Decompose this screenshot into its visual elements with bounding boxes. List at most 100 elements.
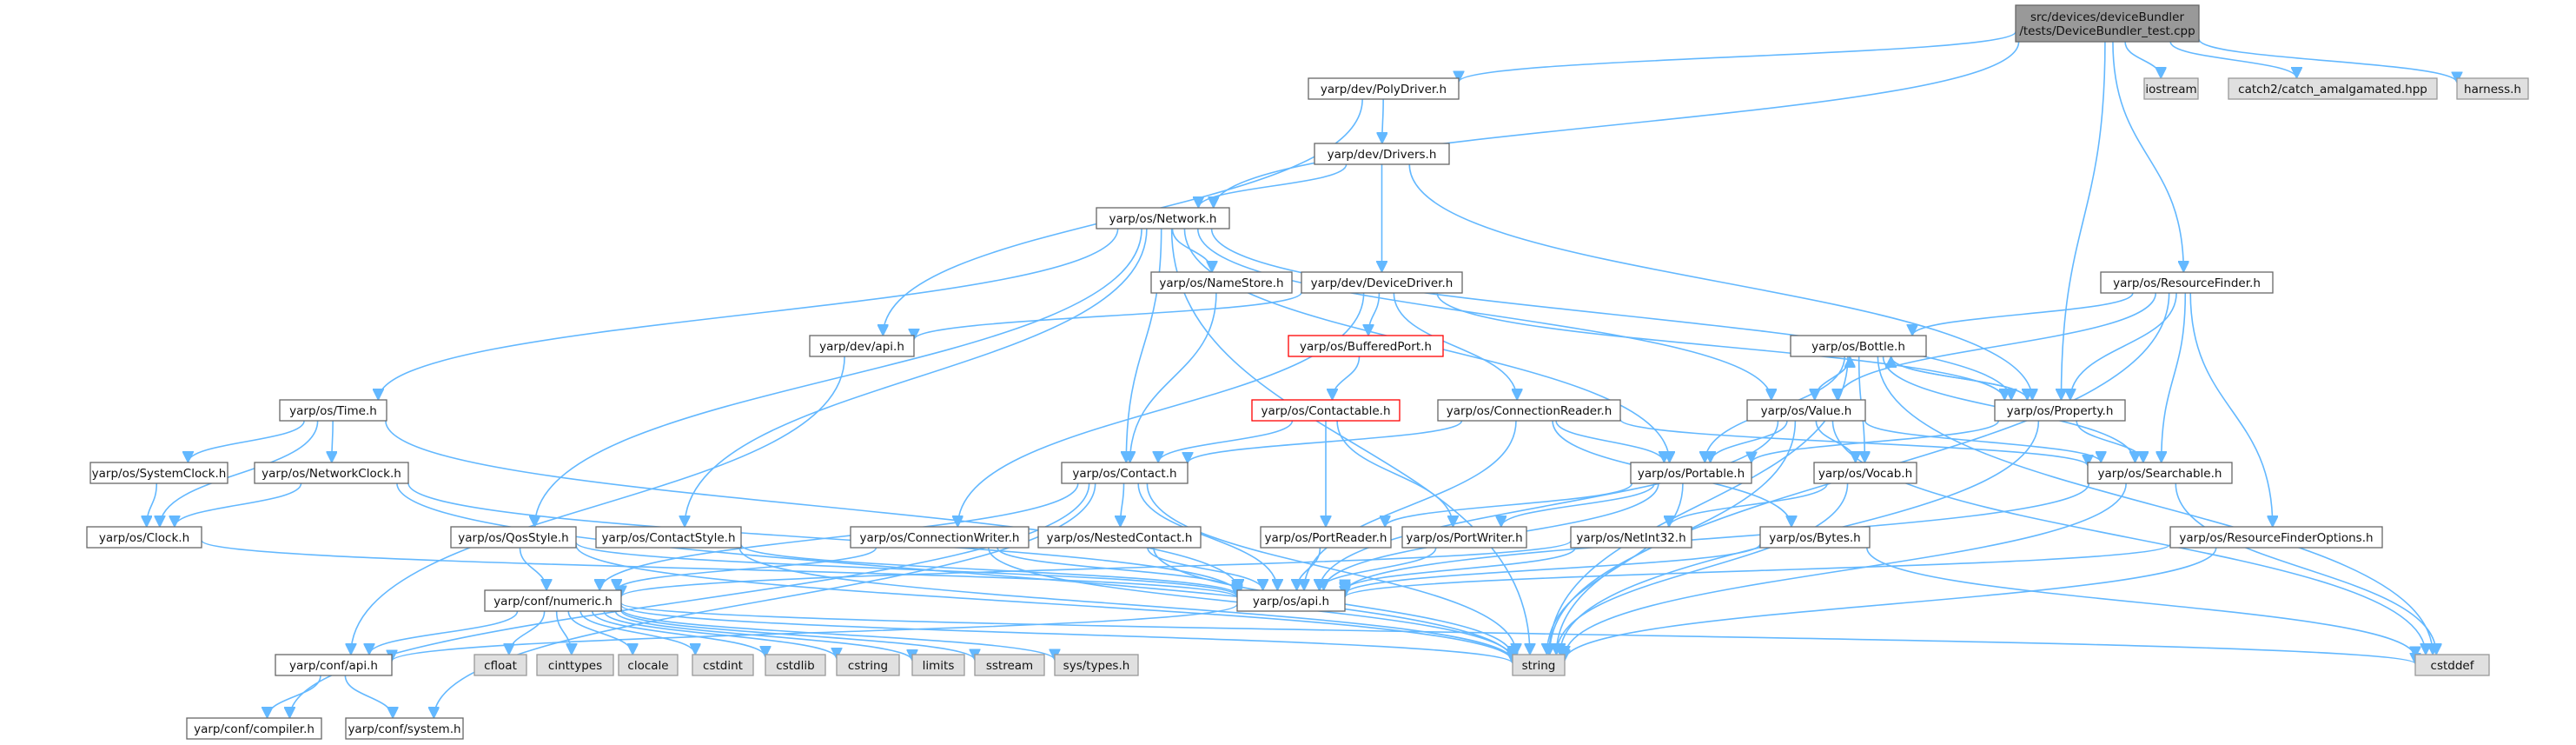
edge-time-to-networkclock [332, 420, 333, 462]
node-bytes[interactable]: yarp/os/Bytes.h [1759, 526, 1871, 549]
edge-network-to-value [1196, 228, 1771, 400]
edge-contactable-to-contact [1158, 420, 1294, 463]
node-cfloat[interactable]: cfloat [473, 654, 527, 676]
node-qosstyle[interactable]: yarp/os/QosStyle.h [450, 526, 577, 549]
node-label-portwriter: yarp/os/PortWriter.h [1406, 531, 1522, 545]
node-confnumeric[interactable]: yarp/conf/numeric.h [484, 589, 622, 612]
node-label-drivers: yarp/dev/Drivers.h [1328, 148, 1437, 162]
edge-confapi-to-confsystem [344, 675, 393, 719]
node-box-harness [2456, 77, 2529, 100]
edge-contact-to-confcompiler [289, 482, 1090, 718]
node-bufferedport[interactable]: yarp/os/BufferedPort.h [1288, 335, 1444, 357]
node-label-root: /tests/DeviceBundler_test.cpp [2019, 24, 2195, 38]
edge-contactstyle-to-osapi [740, 543, 1237, 596]
node-portable[interactable]: yarp/os/Portable.h [1630, 462, 1752, 484]
node-label-clock: yarp/os/Clock.h [99, 531, 189, 545]
node-nestedcontact[interactable]: yarp/os/NestedContact.h [1037, 526, 1202, 549]
node-label-value: yarp/os/Value.h [1761, 404, 1852, 418]
node-sstream[interactable]: sstream [974, 654, 1045, 676]
node-box-cstdint [692, 654, 754, 676]
node-catch2[interactable]: catch2/catch_amalgamated.hpp [2228, 77, 2438, 100]
node-cinttypes[interactable]: cinttypes [536, 654, 614, 676]
node-clock[interactable]: yarp/os/Clock.h [86, 526, 202, 549]
node-box-clocale [618, 654, 679, 676]
node-connectionreader[interactable]: yarp/os/ConnectionReader.h [1437, 399, 1621, 422]
node-iostream[interactable]: iostream [2143, 77, 2199, 100]
node-box-network [1096, 207, 1230, 229]
edge-clock-to-osapi [201, 539, 1237, 599]
node-devicedriver[interactable]: yarp/dev/DeviceDriver.h [1301, 271, 1463, 294]
edge-value-to-searchable [1864, 420, 2101, 463]
node-clocale[interactable]: clocale [618, 654, 679, 676]
node-network[interactable]: yarp/os/Network.h [1096, 207, 1230, 229]
edge-value-to-osapi [1319, 420, 1779, 590]
node-confapi[interactable]: yarp/conf/api.h [275, 654, 393, 676]
node-harness[interactable]: harness.h [2456, 77, 2529, 100]
edge-bufferedport-to-contactable [1332, 356, 1361, 401]
node-root[interactable]: src/devices/deviceBundler/tests/DeviceBu… [2015, 4, 2200, 43]
node-box-devicedriver [1301, 271, 1463, 294]
edge-polydriver-to-drivers [1382, 98, 1383, 143]
edge-resourcefinder-to-value [1838, 292, 2157, 400]
node-value[interactable]: yarp/os/Value.h [1746, 399, 1866, 422]
node-drivers[interactable]: yarp/dev/Drivers.h [1314, 143, 1450, 165]
edge-contactable-to-portwriter [1336, 420, 1453, 527]
node-connectionwriter[interactable]: yarp/os/ConnectionWriter.h [850, 526, 1030, 549]
node-systypes[interactable]: sys/types.h [1054, 654, 1139, 676]
edge-network-to-string [1170, 228, 1530, 655]
node-contact[interactable]: yarp/os/Contact.h [1061, 462, 1189, 484]
node-cstring[interactable]: cstring [836, 654, 900, 676]
node-resourcefinder[interactable]: yarp/os/ResourceFinder.h [2100, 271, 2274, 294]
node-cstdlib[interactable]: cstdlib [765, 654, 826, 676]
edge-qosstyle-to-string [575, 544, 1513, 662]
node-label-osapi: yarp/os/api.h [1253, 595, 1329, 609]
node-label-catch2: catch2/catch_amalgamated.hpp [2238, 83, 2427, 96]
edge-network-to-contact [1126, 228, 1162, 462]
node-string[interactable]: string [1512, 654, 1566, 676]
node-vocab[interactable]: yarp/os/Vocab.h [1813, 462, 1917, 484]
node-osapi[interactable]: yarp/os/api.h [1236, 589, 1346, 612]
node-box-systypes [1054, 654, 1139, 676]
edge-network-to-time [378, 228, 1119, 400]
node-portwriter[interactable]: yarp/os/PortWriter.h [1401, 526, 1527, 549]
node-bottle[interactable]: yarp/os/Bottle.h [1790, 335, 1927, 357]
node-box-connectionwriter [850, 526, 1030, 549]
edge-portable-to-portreader [1385, 482, 1633, 528]
node-cstdint[interactable]: cstdint [692, 654, 754, 676]
node-netint32[interactable]: yarp/os/NetInt32.h [1570, 526, 1692, 549]
node-portreader[interactable]: yarp/os/PortReader.h [1260, 526, 1392, 549]
edge-root-to-harness [2198, 38, 2457, 83]
node-property[interactable]: yarp/os/Property.h [1994, 399, 2126, 422]
edge-searchable-to-osapi [1345, 482, 2090, 594]
node-limits[interactable]: limits [911, 654, 965, 676]
node-searchable[interactable]: yarp/os/Searchable.h [2087, 462, 2233, 484]
node-cstddef[interactable]: cstddef [2414, 654, 2490, 676]
node-devapi[interactable]: yarp/dev/api.h [809, 335, 915, 357]
node-confsystem[interactable]: yarp/conf/system.h [345, 717, 464, 740]
edge-bytes-to-cstddef [1866, 547, 2415, 658]
node-networkclock[interactable]: yarp/os/NetworkClock.h [254, 462, 409, 484]
edge-confnumeric-to-cstdlib [591, 610, 765, 658]
node-time[interactable]: yarp/os/Time.h [279, 399, 387, 422]
node-namestore[interactable]: yarp/os/NameStore.h [1150, 271, 1293, 294]
edge-time-to-osapi [385, 420, 1239, 590]
edge-root-to-iostream [2124, 41, 2161, 79]
node-label-string: string [1522, 659, 1556, 673]
node-contactstyle[interactable]: yarp/os/ContactStyle.h [595, 526, 742, 549]
edge-rfoptions-to-string [1565, 547, 2217, 661]
node-polydriver[interactable]: yarp/dev/PolyDriver.h [1308, 77, 1460, 100]
node-box-confnumeric [484, 589, 622, 612]
node-systemclock[interactable]: yarp/os/SystemClock.h [89, 462, 228, 484]
edge-confnumeric-to-confapi [369, 610, 519, 655]
edge-confnumeric-to-cfloat [509, 610, 546, 655]
node-box-sstream [974, 654, 1045, 676]
node-confcompiler[interactable]: yarp/conf/compiler.h [186, 717, 322, 740]
node-box-contactable [1251, 399, 1401, 422]
edge-confnumeric-to-clocale [567, 610, 632, 655]
node-label-confsystem: yarp/conf/system.h [348, 722, 460, 736]
edge-bottle-to-cstddef [1877, 356, 2433, 655]
node-box-time [279, 399, 387, 422]
node-contactable[interactable]: yarp/os/Contactable.h [1251, 399, 1401, 422]
edge-namestore-to-contact [1130, 292, 1217, 462]
node-rfoptions[interactable]: yarp/os/ResourceFinderOptions.h [2169, 526, 2383, 549]
